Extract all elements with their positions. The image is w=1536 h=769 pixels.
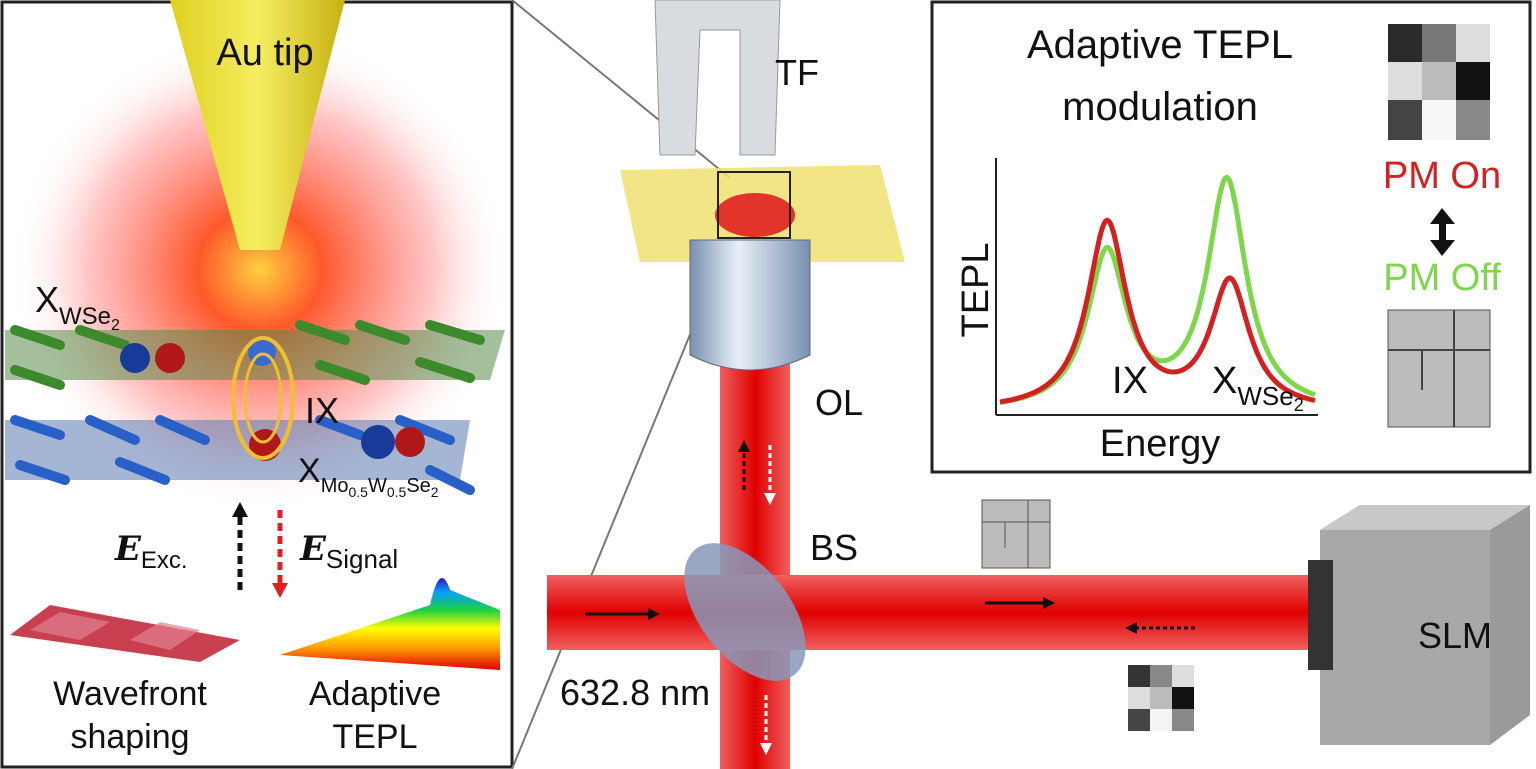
plasmon-glow xyxy=(10,30,510,510)
inset-panel: Adaptive TEPL modulation PM On PM Off TE… xyxy=(930,0,1532,474)
electron-hole-pairs xyxy=(120,336,425,461)
spectrum-chart: TEPL Energy IX XWSe2 xyxy=(955,158,1318,465)
optical-setup: TF OL BS 632.8 nm xyxy=(547,0,1530,769)
x-mowse2-label: XMo0.5W0.5Se2 xyxy=(298,452,439,500)
laser-spot xyxy=(715,193,795,237)
inset-title-line1: Adaptive TEPL xyxy=(1027,23,1293,67)
objective-lens xyxy=(689,239,811,371)
ix-peak-label: IX xyxy=(1112,360,1148,402)
tuning-fork xyxy=(654,0,781,156)
wavelength-label: 632.8 nm xyxy=(560,672,710,713)
au-tip-label: Au tip xyxy=(216,32,313,74)
adaptive-label-line1: Adaptive xyxy=(309,675,441,713)
wavefront-shaping-pattern xyxy=(10,605,240,662)
wavefront-label-line2: shaping xyxy=(70,718,189,756)
beam-splitter xyxy=(684,543,806,681)
tf-label: TF xyxy=(775,52,819,93)
pm-on-curve xyxy=(999,217,1316,405)
wavefront-label-line1: Wavefront xyxy=(53,675,207,713)
left-panel: Au tip XWSe2 IX XMo0.5W0.5Se2 xyxy=(0,0,514,769)
interlayer-exciton-field xyxy=(231,336,295,460)
slm-panel xyxy=(1308,560,1333,670)
e-signal-label: ESignal xyxy=(299,529,398,574)
au-tip xyxy=(170,0,345,250)
xwse2-peak-label: XWSe2 xyxy=(1212,360,1304,415)
ix-label: IX xyxy=(305,390,339,431)
pm-on-label: PM On xyxy=(1383,155,1501,197)
toggle-double-arrow xyxy=(1430,208,1455,256)
x-wse2-label: XWSe2 xyxy=(35,279,120,334)
ol-label: OL xyxy=(815,382,863,423)
random-phase-mask-small xyxy=(1128,665,1194,731)
mowse2-layer xyxy=(5,415,475,495)
flat-phase-mask xyxy=(1387,309,1491,428)
random-phase-mask xyxy=(1388,24,1490,140)
e-excitation-label: EExc. xyxy=(114,529,188,574)
bs-label: BS xyxy=(810,527,858,568)
zoom-box xyxy=(717,171,791,239)
inset-title-line2: modulation xyxy=(1062,85,1258,129)
adaptive-label-line2: TEPL xyxy=(332,718,417,756)
slm-device: SLM xyxy=(1308,505,1530,745)
signal-arrowhead xyxy=(272,583,288,598)
horizontal-beam xyxy=(547,575,1337,650)
x-axis-label: Energy xyxy=(1100,423,1220,465)
adaptive-tepl-spectrum xyxy=(280,578,500,670)
excitation-arrowhead xyxy=(232,502,248,517)
y-axis-label: TEPL xyxy=(955,242,997,337)
pm-off-label: PM Off xyxy=(1383,257,1501,299)
slm-label: SLM xyxy=(1418,615,1492,656)
flat-phase-mask-small xyxy=(981,499,1051,569)
